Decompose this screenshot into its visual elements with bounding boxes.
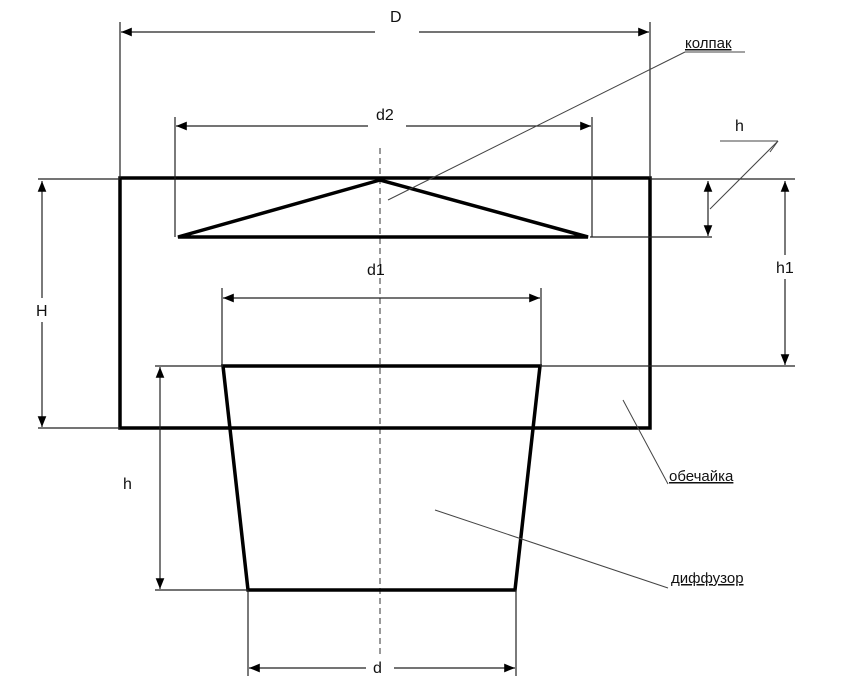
callout-diffuser: диффузор — [434, 509, 744, 589]
label-h-diffuser: h — [123, 476, 132, 493]
label-d: d — [373, 660, 382, 677]
callout-shell: обечайка — [622, 399, 734, 485]
label-d2: d2 — [376, 107, 394, 124]
dimension-h-cap: h — [703, 118, 779, 236]
dimension-D: D — [119, 9, 651, 178]
label-d1: d1 — [367, 262, 385, 279]
dimension-h1: h1 — [772, 181, 800, 365]
dimension-h-diffuser: h — [123, 367, 165, 589]
label-cap: колпак — [685, 35, 732, 52]
diffuser-body — [221, 364, 542, 592]
shell-body — [118, 176, 652, 430]
dimension-d2: d2 — [174, 107, 593, 237]
label-D: D — [390, 9, 402, 26]
cap-body — [177, 178, 589, 239]
label-H: H — [36, 303, 48, 320]
label-h-cap: h — [735, 118, 744, 135]
label-h1: h1 — [776, 260, 794, 277]
dimension-d: d — [247, 590, 517, 680]
dimension-H: H — [32, 181, 54, 427]
dimension-d1: d1 — [221, 262, 542, 366]
label-diffuser: диффузор — [671, 570, 744, 587]
callout-cap: колпак — [387, 35, 745, 201]
label-shell: обечайка — [669, 468, 734, 485]
